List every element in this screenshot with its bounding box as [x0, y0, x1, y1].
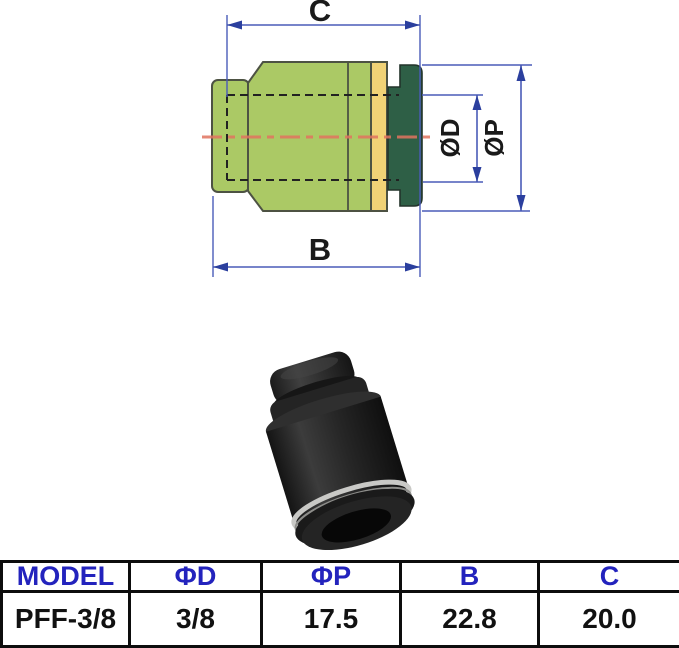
- spec-table-data-row: PFF-3/8 3/8 17.5 22.8 20.0: [0, 590, 679, 648]
- header-c: C: [537, 560, 679, 593]
- dim-c-arrow-left: [227, 20, 242, 30]
- product-photo: [265, 351, 415, 551]
- header-phi-p: ΦP: [260, 560, 402, 593]
- value-c: 20.0: [537, 590, 679, 648]
- header-phi-d: ΦD: [128, 560, 263, 593]
- dim-b-arrow-right: [405, 262, 420, 272]
- dimension-b: B: [212, 196, 420, 277]
- dim-d-label: ØD: [435, 119, 465, 158]
- fitting-cross-section: [202, 61, 431, 212]
- spec-table-header-row: MODEL ΦD ΦP B C: [0, 560, 679, 593]
- spec-table-section: MODEL ΦD ΦP B C PFF-3/8 3/8 17.5 22.8 20…: [0, 560, 679, 648]
- value-phi-d: 3/8: [128, 590, 263, 648]
- dim-c-arrow-right: [405, 20, 420, 30]
- dim-d-arrow-top: [472, 95, 482, 110]
- dim-b-label: B: [309, 232, 331, 267]
- dimension-d: ØD: [422, 94, 483, 183]
- photo-top-highlight: [280, 357, 339, 380]
- dim-d-arrow-bottom: [472, 167, 482, 182]
- photo-bore-opening: [321, 508, 392, 543]
- dimension-c: C: [226, 0, 421, 277]
- value-b: 22.8: [399, 590, 540, 648]
- header-b: B: [399, 560, 540, 593]
- value-phi-p: 17.5: [260, 590, 402, 648]
- value-model: PFF-3/8: [0, 590, 131, 648]
- dim-p-arrow-top: [516, 65, 526, 81]
- spec-table: MODEL ΦD ΦP B C PFF-3/8 3/8 17.5 22.8 20…: [0, 560, 679, 648]
- dim-p-label: ØP: [479, 119, 509, 157]
- dimension-p: ØP: [422, 64, 532, 212]
- dim-b-arrow-left: [213, 262, 228, 272]
- dim-c-label: C: [309, 0, 331, 28]
- header-model: MODEL: [0, 560, 131, 593]
- technical-drawing: C B ØD ØP: [202, 0, 532, 551]
- dim-p-arrow-bottom: [516, 195, 526, 211]
